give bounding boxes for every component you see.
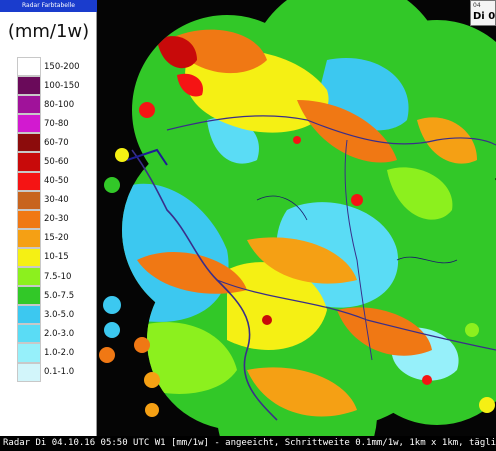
legend-item: 70-80 <box>17 114 80 134</box>
timestamp-box-small: 04 <box>473 2 481 9</box>
border-lines <box>126 115 496 421</box>
legend-range-label: 100-150 <box>44 80 80 91</box>
legend-swatch <box>17 343 41 363</box>
legend-swatch <box>17 209 41 229</box>
legend-swatch <box>17 95 41 115</box>
legend-item: 3.0-5.0 <box>17 305 80 325</box>
legend-item: 0.1-1.0 <box>17 362 80 382</box>
legend-item: 100-150 <box>17 76 80 96</box>
outer-radar-spots <box>99 102 495 417</box>
timestamp-box: 04 Di 0 <box>470 0 496 26</box>
legend-item: 5.0-7.5 <box>17 286 80 306</box>
legend-range-label: 10-15 <box>44 252 69 263</box>
legend-range-label: 5.0-7.5 <box>44 290 75 301</box>
legend-swatch <box>17 324 41 344</box>
legend-item: 2.0-3.0 <box>17 324 80 344</box>
legend-swatch <box>17 267 41 287</box>
color-legend: Radar Farbtabelle (mm/1w) 150-200 100-150… <box>0 0 97 436</box>
precipitation-field <box>122 0 496 436</box>
legend-range-label: 150-200 <box>44 61 80 72</box>
legend-range-label: 20-30 <box>44 214 69 225</box>
legend-range-label: 80-100 <box>44 99 75 110</box>
caption-bar: Radar Di 04.10.16 05:50 UTC W1 [mm/1w] -… <box>0 436 496 451</box>
legend-range-label: 0.1-1.0 <box>44 367 75 378</box>
legend-item: 20-30 <box>17 209 80 229</box>
legend-range-label: 30-40 <box>44 195 69 206</box>
legend-item: 60-70 <box>17 133 80 153</box>
legend-swatch <box>17 362 41 382</box>
legend-item: 1.0-2.0 <box>17 343 80 363</box>
legend-range-label: 7.5-10 <box>44 271 72 282</box>
legend-item: 10-15 <box>17 247 80 268</box>
legend-swatch <box>17 190 41 210</box>
legend-item: 50-60 <box>17 152 80 172</box>
legend-range-label: 15-20 <box>44 233 69 244</box>
legend-swatch <box>17 57 41 77</box>
legend-range-label: 1.0-2.0 <box>44 347 75 358</box>
precipitation-map <box>97 0 496 436</box>
legend-range-label: 3.0-5.0 <box>44 309 75 320</box>
legend-range-label: 70-80 <box>44 118 69 129</box>
legend-range-label: 60-70 <box>44 137 69 148</box>
legend-item: 80-100 <box>17 95 80 115</box>
legend-swatch <box>17 286 41 306</box>
legend-range-label: 40-50 <box>44 176 69 187</box>
legend-swatch <box>17 247 41 268</box>
legend-range-label: 50-60 <box>44 157 69 168</box>
legend-list: 150-200 100-150 80-100 70-80 60-70 50-60 40-50… <box>17 57 80 382</box>
legend-item: 15-20 <box>17 228 80 248</box>
legend-unit: (mm/1w) <box>7 21 90 42</box>
legend-swatch <box>17 228 41 248</box>
legend-swatch <box>17 114 41 134</box>
legend-swatch <box>17 171 41 191</box>
legend-header: Radar Farbtabelle <box>0 0 97 12</box>
legend-item: 30-40 <box>17 190 80 210</box>
legend-swatch <box>17 305 41 325</box>
legend-item: 7.5-10 <box>17 267 80 287</box>
legend-swatch <box>17 152 41 172</box>
legend-swatch <box>17 76 41 96</box>
legend-swatch <box>17 133 41 153</box>
legend-item: 40-50 <box>17 171 80 191</box>
legend-item: 150-200 <box>17 57 80 77</box>
timestamp-box-main: Di 0 <box>473 11 496 22</box>
legend-range-label: 2.0-3.0 <box>44 328 75 339</box>
